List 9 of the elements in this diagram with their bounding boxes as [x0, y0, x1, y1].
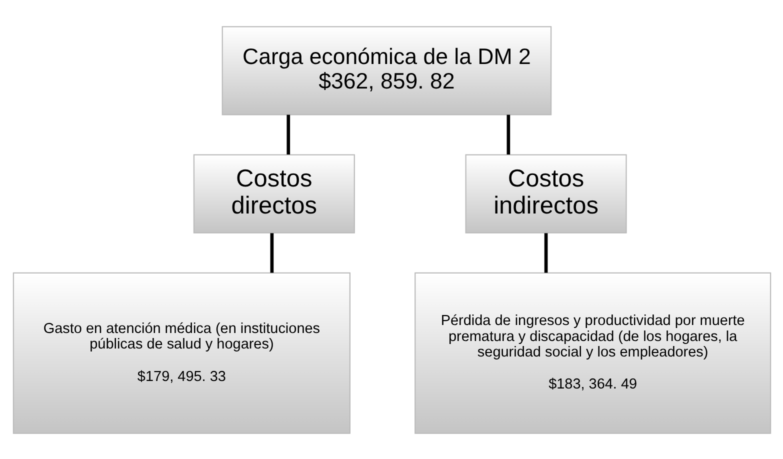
connector [544, 232, 548, 272]
connector [506, 114, 510, 154]
connector [270, 232, 274, 272]
node-box: Pérdida de ingresos y productividad por muerte prematura y discapacidad (de los hogares, la seguridad social y los empleadores) $183, 364. 49 [414, 272, 771, 434]
node-box: Costos directos [192, 154, 354, 233]
node-box: Gasto en atención médica (en instituciones públicas de salud y hogares) $179, 495. 33 [12, 272, 350, 434]
connector [286, 114, 290, 154]
node-box: Carga económica de la DM 2 $362, 859. 82 [221, 26, 552, 115]
node-box: Costos indirectos [464, 154, 626, 233]
